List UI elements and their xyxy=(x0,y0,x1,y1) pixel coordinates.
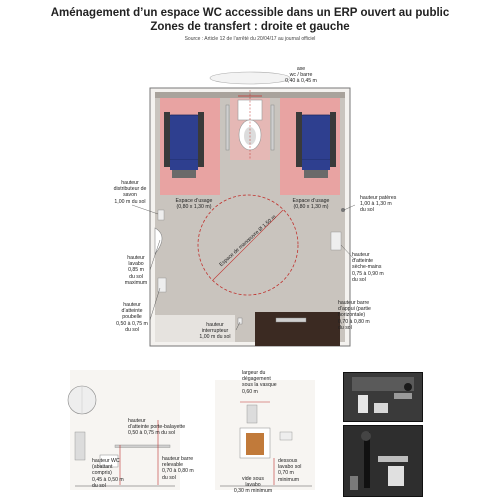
manoeuvre-diameter xyxy=(212,209,284,281)
label-espace-usage-left: Espace d’usage (0,80 x 1,30 m) xyxy=(175,198,213,211)
porte-balayette xyxy=(74,431,86,461)
label-largeur-degagement: largeur du dégagement sous la vasque 0,6… xyxy=(242,370,277,395)
wheelchair-left xyxy=(164,112,204,178)
leader-distributeur xyxy=(131,204,159,215)
label-barre-appui: hauteur barre d’appui (partie horizontal… xyxy=(338,300,371,331)
label-dessous-lavabo: dessous lavabo sol 0,70 m minimum xyxy=(278,458,302,483)
grab-bar-left xyxy=(225,104,230,151)
title-line-2: Zones de transfert : droite et gauche xyxy=(150,21,350,33)
bottom-left-area xyxy=(155,315,235,342)
hand-dryer-plan xyxy=(330,231,342,251)
leader-seche-mains xyxy=(340,244,356,261)
soap-dispenser xyxy=(157,209,165,221)
title-line-1: Aménagement d’un espace WC accessible da… xyxy=(50,7,450,19)
leader-patere xyxy=(343,204,356,211)
toilet-tank xyxy=(237,99,263,121)
bin-plan xyxy=(157,277,167,293)
leader-poubelle xyxy=(149,287,161,321)
source-note: Source : Article 12 de l’arrêté du 20/04… xyxy=(184,36,316,42)
barre-relevable xyxy=(114,444,171,448)
manoeuvre-circle xyxy=(197,194,299,296)
label-lavabo: hauteur lavabo 0,85 m du sol maximum xyxy=(124,255,148,286)
page-title: Aménagement d’un espace WC accessible da… xyxy=(0,6,500,34)
label-patere: hauteur patères 1,00 à 1,30 m du sol xyxy=(360,195,397,214)
label-porte-balayette: hauteur d’atteinte porte-balayette 0,50 … xyxy=(128,418,186,437)
coat-hook-plan xyxy=(341,208,345,212)
label-seche-mains: hauteur d’atteinte sèche-mains 0,75 à 0,… xyxy=(352,252,384,283)
label-vide-sous-lavabo: vide sous lavabo 0,30 m minimum xyxy=(233,476,273,495)
light-switch-plan xyxy=(237,317,243,325)
mirror-rect xyxy=(246,404,258,424)
door-frame xyxy=(255,312,340,346)
grab-bar-right xyxy=(270,104,275,151)
wc-elevation xyxy=(99,454,119,468)
label-barre-relevable: hauteur barre relevable 0,70 à 0,80 m du… xyxy=(162,456,194,481)
wheelchair-right xyxy=(296,112,336,178)
leader-lavabo xyxy=(149,239,161,271)
label-espace-usage-right: Espace d’usage (0,80 x 1,30 m) xyxy=(292,198,330,211)
label-axe: axe wc / barre 0,40 à 0,45 m xyxy=(285,66,317,85)
lavabo-cabinet xyxy=(246,433,264,455)
label-poubelle: hauteur d’atteinte poubelle 0,50 à 0,75 … xyxy=(116,302,148,333)
leader-interrupteur xyxy=(235,321,241,331)
photo-bottom xyxy=(343,425,423,497)
label-interrupteur: hauteur interrupteur 1,00 m du sol xyxy=(199,322,231,341)
label-wc-abattant: hauteur WC (abattant compris) 0,45 à 0,5… xyxy=(92,458,124,489)
seche-mains-elevation xyxy=(279,431,293,441)
door-handle-bar xyxy=(275,317,307,323)
label-distributeur: hauteur distributeur de savon 1,00 m du … xyxy=(113,180,147,205)
ceiling-light xyxy=(209,71,291,85)
photo-top xyxy=(343,372,423,422)
washbasin-plan xyxy=(154,227,163,255)
